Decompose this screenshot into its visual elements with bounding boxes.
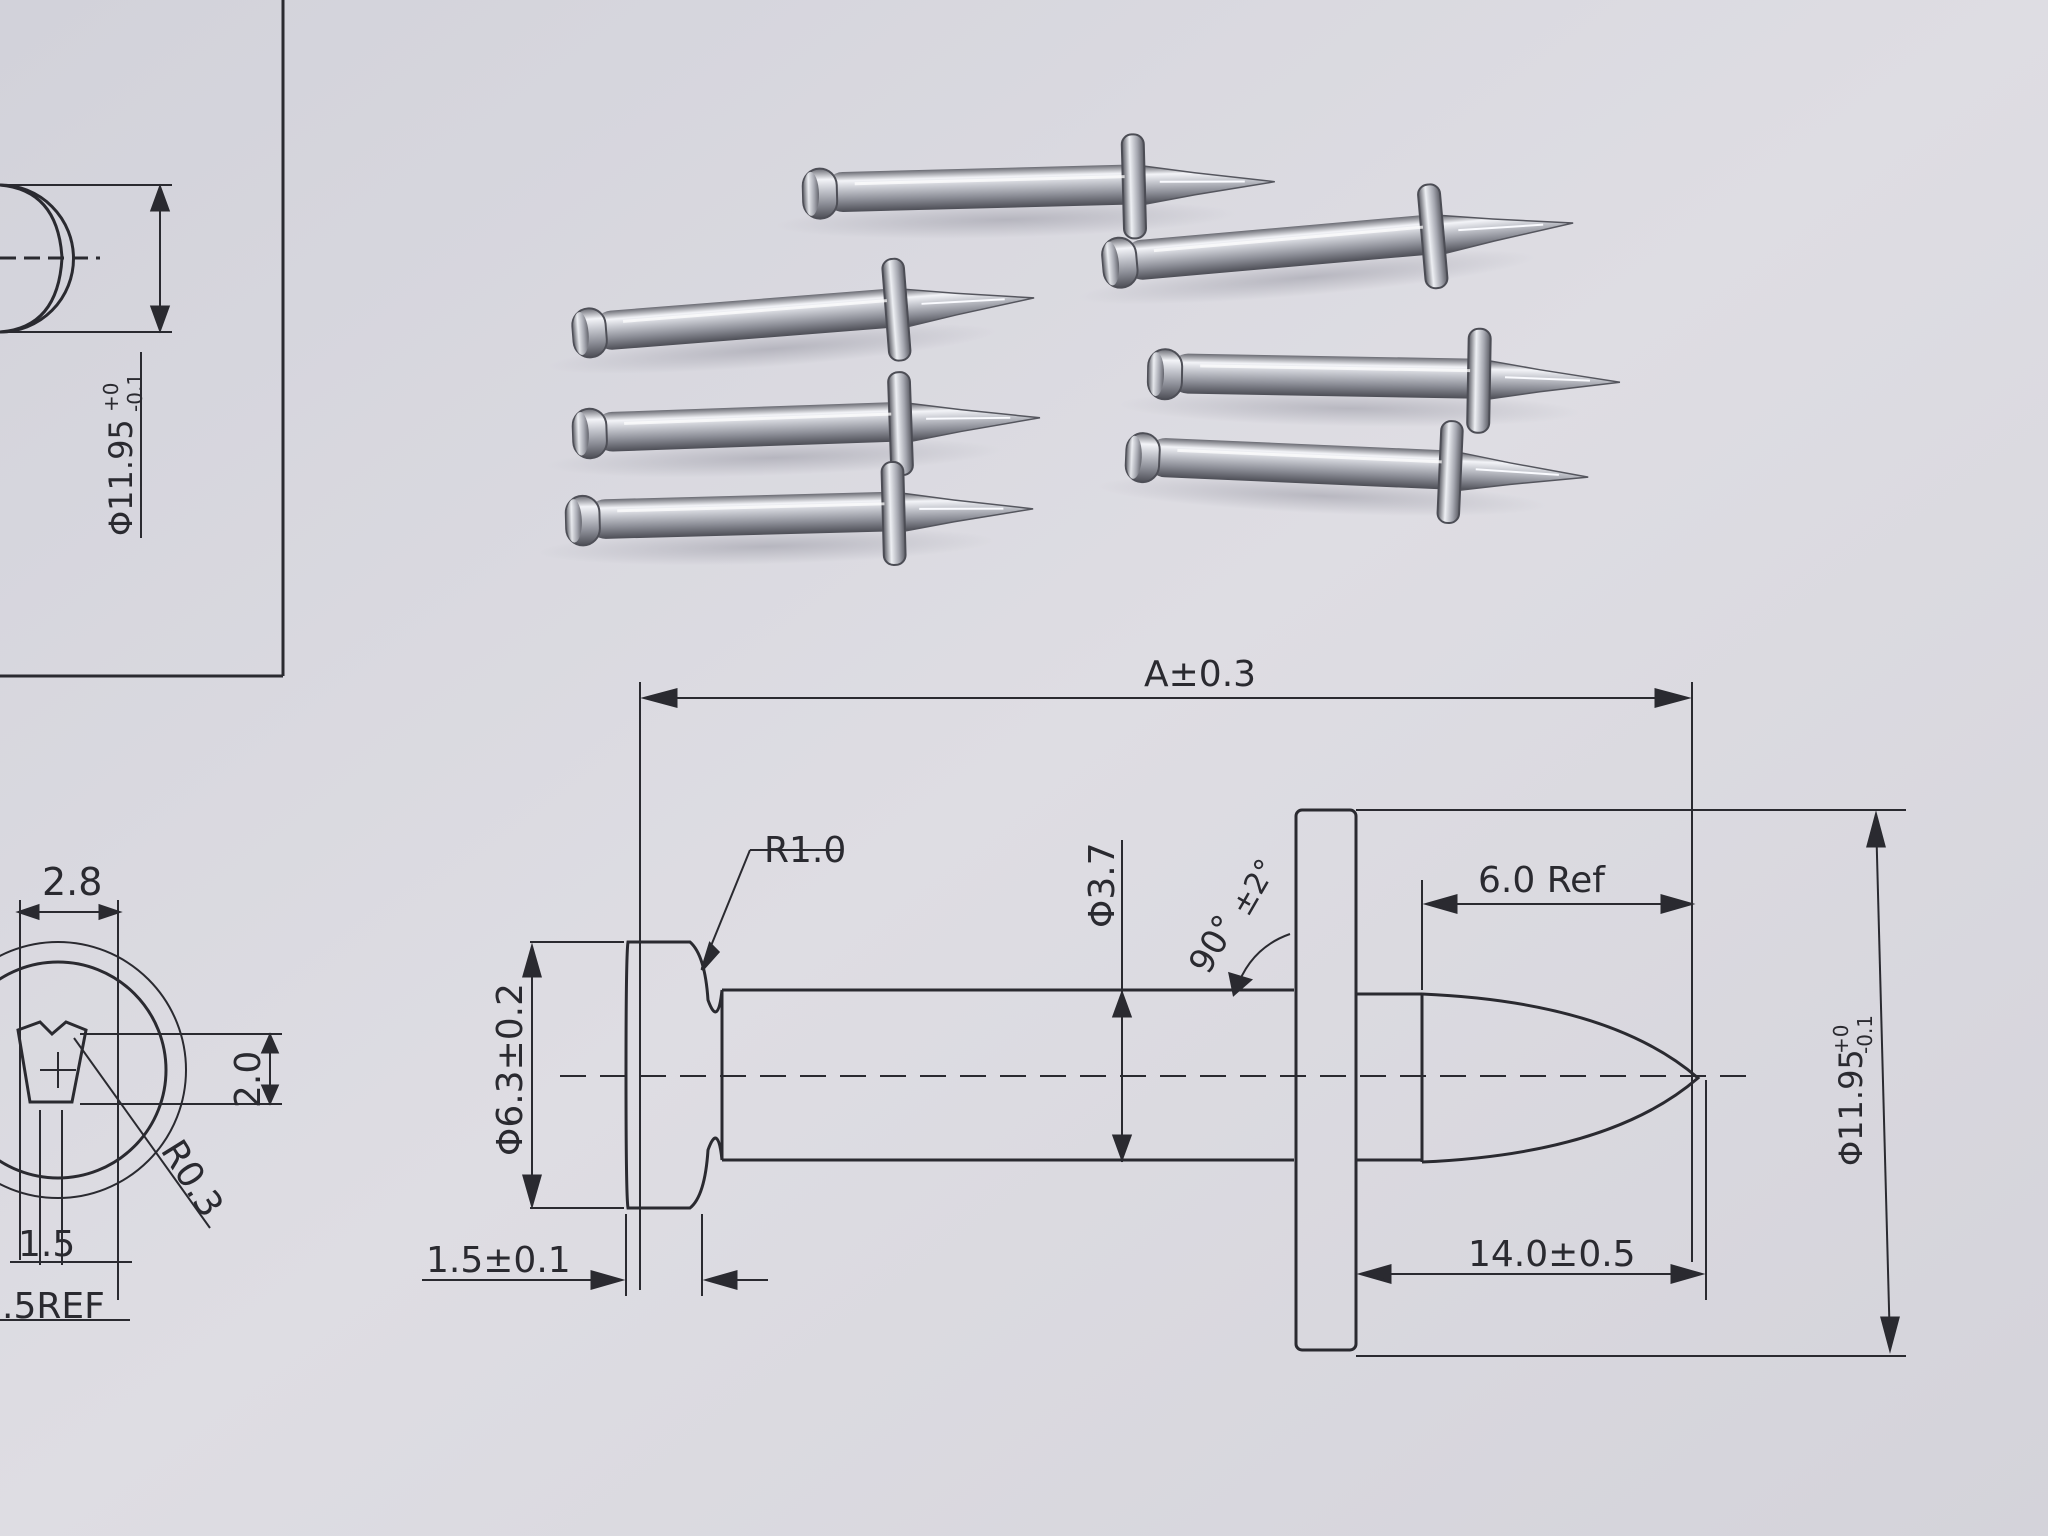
left-diameter-tol-upper: +0 [99,383,123,412]
left-diameter-label: Φ11.95 [102,419,140,536]
washer-tol-lower: -0.1 [1853,1015,1877,1054]
washer-distance-label: 14.0±0.5 [1468,1234,1636,1275]
main-view [422,682,1906,1357]
left-title-frame [0,0,285,678]
washer-tol-upper: +0 [1829,1025,1853,1054]
head-slot-label: 2.0 [228,1051,269,1108]
tip-length-label: 6.0 Ref [1478,860,1606,901]
head-thickness-label: 1.5±0.1 [426,1240,571,1281]
head-view [0,900,282,1321]
shank-diameter-label: Φ3.7 [1082,842,1123,928]
fillet-radius-label: R1.0 [764,830,846,871]
left-end-view [0,183,172,538]
head-inner-label: 1.5 [18,1224,75,1265]
washer-diameter-label: Φ11.95 [1832,1049,1870,1166]
left-diameter-tol-lower: -0.1 [123,373,147,412]
overall-length-label: A±0.3 [1144,654,1256,695]
head-diameter-label: Φ6.3±0.2 [490,983,531,1156]
head-ref-label: .5REF [2,1286,105,1327]
head-width-label: 2.8 [42,860,102,904]
